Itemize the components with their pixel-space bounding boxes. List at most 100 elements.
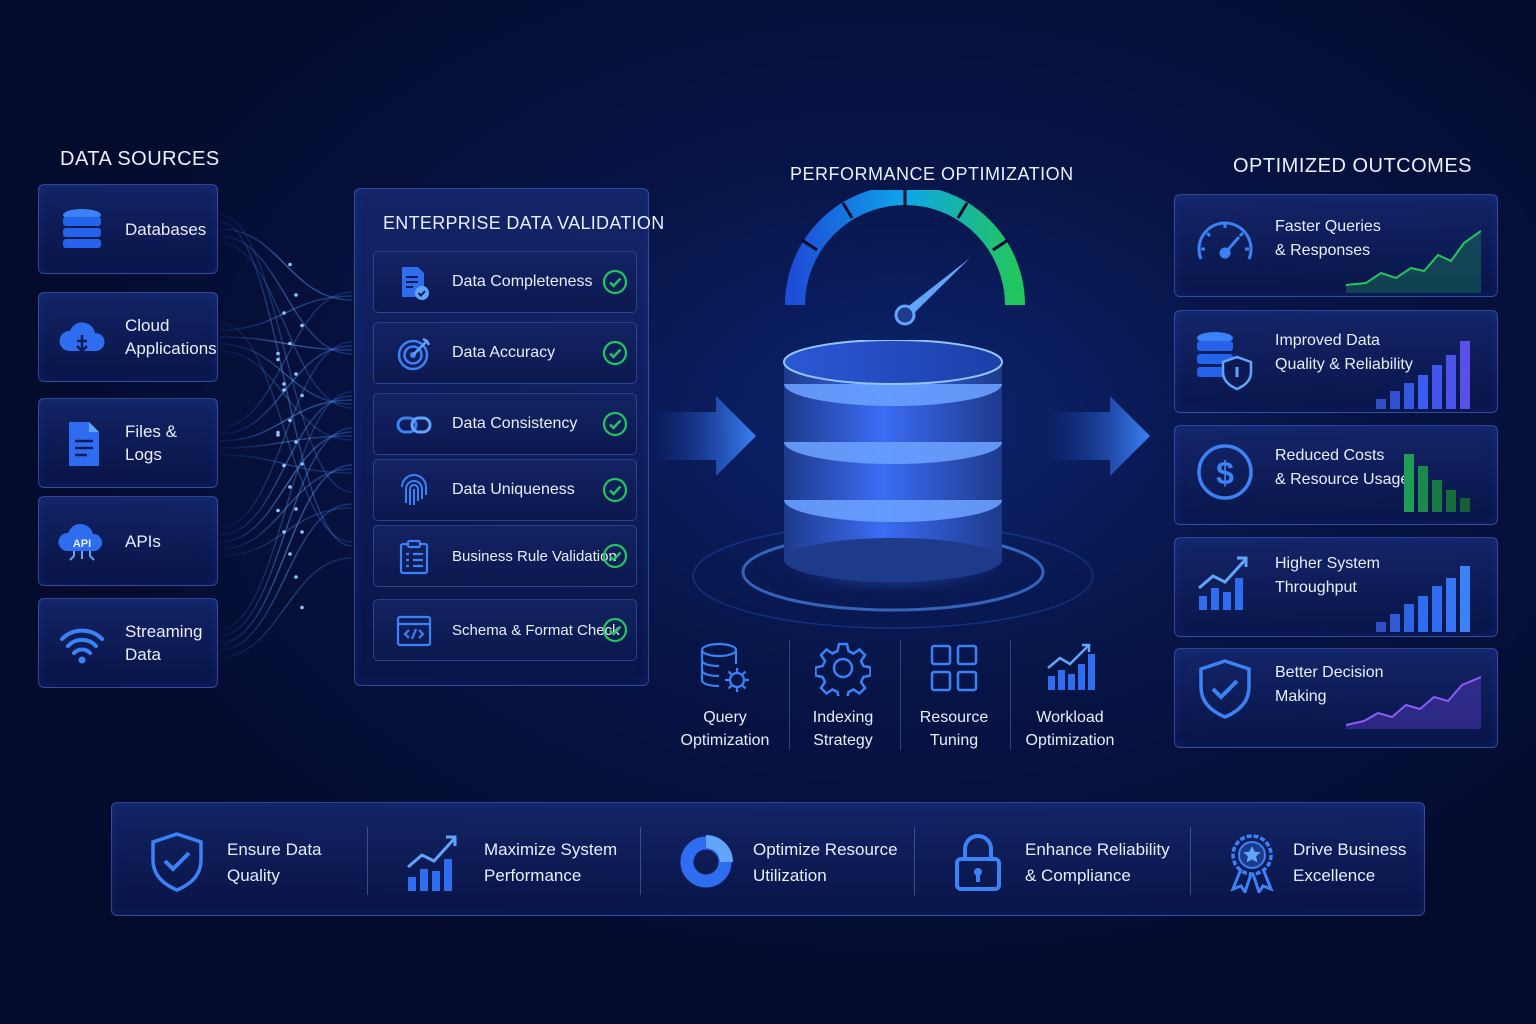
flow-dot <box>282 311 286 315</box>
outcome-label: Better Decision Making <box>1275 664 1384 705</box>
donut-icon <box>680 835 733 888</box>
title-performance-optimization: Performance Optimization <box>790 164 1074 184</box>
performance-gauge <box>785 190 1025 326</box>
flow-line <box>219 557 353 658</box>
validation-schema-format[interactable]: Schema & Format Check <box>373 599 637 661</box>
outcome-reduced-costs[interactable]: $ Reduced Costs & Resource Usage <box>1174 425 1498 525</box>
source-databases[interactable]: Databases <box>38 184 218 274</box>
outcome-trend-chart <box>1346 230 1481 293</box>
divider <box>900 640 901 750</box>
validation-label: Data Accuracy <box>452 344 556 361</box>
outcome-label: Faster Queries & Responses <box>1275 218 1381 259</box>
flow-line <box>219 343 353 405</box>
validation-business-rule[interactable]: Business Rule Validation <box>373 525 637 587</box>
flow-line <box>219 395 353 536</box>
growth-chart-icon <box>407 835 457 891</box>
benefit-label: Ensure Data Quality <box>227 840 322 885</box>
flow-line <box>219 503 353 651</box>
flow-dot <box>294 372 298 376</box>
benefit-resource-utilization[interactable]: Optimize Resource Utilization <box>641 803 914 917</box>
flow-dot <box>282 388 286 392</box>
validation-label: Data Completeness <box>452 273 593 290</box>
flow-dot <box>282 382 286 386</box>
benefit-data-quality[interactable]: Ensure Data Quality <box>112 803 367 917</box>
flow-dot <box>276 508 280 513</box>
divider <box>640 827 641 895</box>
divider <box>789 640 790 750</box>
source-streaming-data[interactable]: Streaming Data <box>38 598 218 688</box>
flow-line <box>219 341 353 529</box>
outcome-bar-chart <box>1376 566 1470 632</box>
database-gear-icon <box>700 642 749 692</box>
flow-line <box>219 507 353 557</box>
shield-check-icon <box>151 832 203 892</box>
flow-dot <box>288 552 292 556</box>
source-files-logs[interactable]: Files & Logs <box>38 398 218 488</box>
code-window-icon <box>396 615 432 647</box>
benefit-reliability-compliance[interactable]: Enhance Reliability & Compliance <box>915 803 1190 917</box>
shield-check-icon <box>1199 659 1251 719</box>
flow-dot <box>300 323 304 328</box>
source-label: Streaming Data <box>125 622 203 664</box>
document-check-icon <box>402 267 429 300</box>
database-shield-icon <box>1197 332 1253 391</box>
source-label: APIs <box>125 531 161 551</box>
outcome-label: Higher System Throughput <box>1275 555 1380 596</box>
svg-text:API: API <box>73 538 91 550</box>
outcome-faster-queries[interactable]: Faster Queries & Responses <box>1174 194 1498 297</box>
optimization-label: Query Optimization <box>680 709 770 749</box>
flow-dot <box>300 530 304 534</box>
validation-completeness[interactable]: Data Completeness <box>373 251 637 313</box>
source-apis[interactable]: API APIs <box>38 496 218 586</box>
flow-dot <box>288 485 292 489</box>
svg-text:$: $ <box>1216 455 1234 491</box>
optimization-label: Workload Optimization <box>1025 709 1115 749</box>
validation-accuracy[interactable]: Data Accuracy <box>373 322 637 384</box>
flow-line <box>219 291 353 428</box>
arrow-to-optimization <box>652 396 756 476</box>
wifi-icon <box>60 628 104 664</box>
flow-dot <box>276 357 280 362</box>
title-data-sources: Data Sources <box>60 148 220 170</box>
fingerprint-icon <box>401 474 427 505</box>
check-icon <box>602 269 628 295</box>
arrow-to-outcomes <box>1046 396 1150 476</box>
flow-dot <box>294 575 298 579</box>
flow-dot <box>276 433 280 437</box>
validation-label: Data Uniqueness <box>452 481 575 498</box>
divider <box>1010 640 1011 750</box>
benefit-system-performance[interactable]: Maximize System Performance <box>368 803 640 917</box>
optimization-query[interactable]: Query Optimization <box>670 640 780 752</box>
flow-line <box>219 336 353 351</box>
outcome-higher-throughput[interactable]: Higher System Throughput <box>1174 537 1498 637</box>
check-icon <box>602 477 628 503</box>
validation-uniqueness[interactable]: Data Uniqueness <box>373 459 637 521</box>
lock-icon <box>955 834 1001 891</box>
benefit-business-excellence[interactable]: Drive Business Excellence <box>1191 803 1425 917</box>
growth-chart-icon <box>1198 556 1248 610</box>
flow-line <box>219 391 353 630</box>
optimization-label: Resource Tuning <box>919 709 989 749</box>
benefit-label: Optimize Resource Utilization <box>753 840 898 885</box>
clipboard-icon <box>399 539 429 575</box>
optimization-workload[interactable]: Workload Optimization <box>1015 640 1125 752</box>
validation-label: Business Rule Validation <box>452 547 617 565</box>
validation-label: Data Consistency <box>452 415 578 432</box>
optimization-resource-tuning[interactable]: Resource Tuning <box>899 640 1009 752</box>
benefit-label: Enhance Reliability & Compliance <box>1025 840 1170 885</box>
source-label: Databases <box>125 219 207 239</box>
grid-icon <box>930 644 978 692</box>
validation-consistency[interactable]: Data Consistency <box>373 393 637 455</box>
outcome-better-decision[interactable]: Better Decision Making <box>1174 648 1498 748</box>
check-icon <box>602 340 628 366</box>
outcome-label: Improved Data Quality & Reliability <box>1275 332 1413 373</box>
dollar-icon: $ <box>1197 444 1253 500</box>
outcome-improved-quality[interactable]: Improved Data Quality & Reliability <box>1174 310 1498 413</box>
gauge-needle <box>901 258 970 318</box>
source-cloud-applications[interactable]: Cloud Applications <box>38 292 218 382</box>
validation-title: Enterprise Data Validation <box>383 213 665 233</box>
award-icon <box>1230 834 1274 893</box>
api-cloud-icon: API <box>58 524 103 561</box>
optimization-indexing[interactable]: Indexing Strategy <box>788 640 898 752</box>
flow-line <box>219 228 353 301</box>
